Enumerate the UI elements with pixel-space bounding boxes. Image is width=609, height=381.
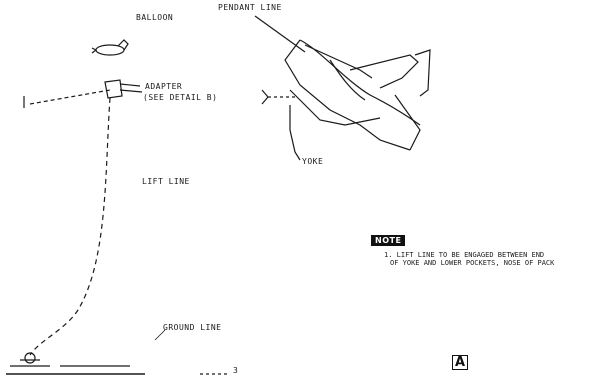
adapter-sub-label: (SEE DETAIL B) (143, 93, 218, 102)
figure-letter: A (452, 355, 469, 370)
note-badge: NOTE (371, 235, 406, 246)
lift-line-path (29, 97, 111, 356)
note-line-2: OF YOKE AND LOWER POCKETS, NOSE OF PACK (390, 259, 555, 267)
ground-mark-label: 3 (233, 366, 239, 375)
yoke-label: YOKE (302, 157, 324, 166)
dashed-leader-line (29, 89, 111, 105)
note-text: 1. LIFT LINE TO BE ENGAGED BETWEEN END O… (384, 251, 554, 267)
lift-line-label: LIFT LINE (142, 177, 190, 186)
note-line-1: 1. LIFT LINE TO BE ENGAGED BETWEEN END (384, 251, 545, 259)
balloon-icon (91, 39, 129, 56)
adapter-label: ADAPTER (145, 82, 183, 91)
pendant-line-label: PENDANT LINE (218, 3, 282, 12)
adapter-icon (104, 79, 143, 99)
aircraft-icon (284, 39, 431, 151)
winch-icon (10, 352, 50, 367)
balloon-label: BALLOON (136, 13, 174, 22)
ground-line-label: GROUND LINE (163, 323, 222, 332)
yoke-pointer (289, 105, 301, 161)
pendant-pointer (254, 15, 306, 53)
